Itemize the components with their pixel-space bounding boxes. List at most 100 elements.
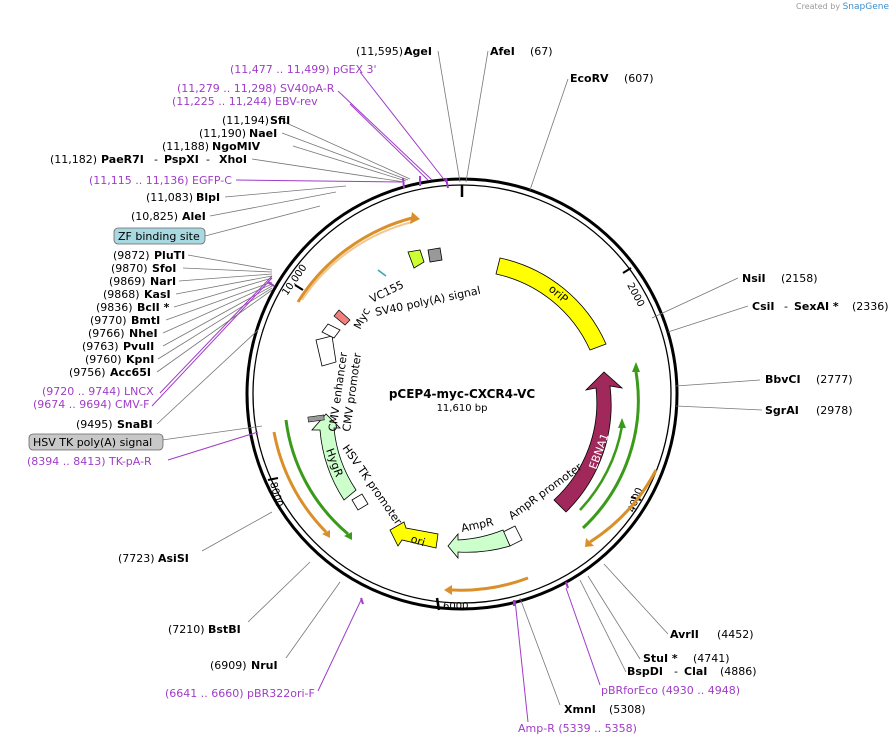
green-arc-right-2 — [579, 425, 624, 511]
orange-arc-bottom — [451, 576, 529, 592]
site-AleI[interactable]: AleI — [182, 210, 206, 223]
site-AfeI[interactable]: AfeI — [490, 45, 515, 58]
primer-LNCX[interactable]: (9720 .. 9744) LNCX — [42, 385, 154, 398]
site-BstBI[interactable]: BstBI — [208, 623, 241, 636]
site-KpnI[interactable]: KpnI — [126, 353, 154, 366]
primer-SV40pA-R[interactable]: (11,279 .. 11,298) SV40pA-R — [177, 82, 335, 95]
feature-VC155-arrow[interactable] — [407, 249, 425, 269]
primer-pBR322ori-F[interactable]: (6641 .. 6660) pBR322ori-F — [165, 687, 315, 700]
feature-EBNA1-arrow[interactable] — [553, 371, 624, 513]
primer-Amp-R[interactable]: Amp-R (5339 .. 5358) — [518, 722, 637, 735]
tick-8000: 8000 — [267, 481, 284, 508]
green-arc-left — [284, 419, 349, 536]
site-pos-BclI: (9836) — [96, 301, 133, 314]
orange-arrow-left — [322, 530, 330, 538]
primer-EBV-rev[interactable]: (11,225 .. 11,244) EBV-rev — [172, 95, 318, 108]
feature-SV40-box[interactable] — [427, 247, 443, 263]
site-SfiI[interactable]: SfiI — [270, 114, 290, 127]
site-pos-Acc65I: (9756) — [69, 366, 106, 379]
tick-6000-mark — [435, 597, 441, 611]
site-EcoRV[interactable]: EcoRV — [570, 72, 609, 85]
site-CsiI[interactable]: CsiI — [752, 300, 774, 313]
site-XhoI[interactable]: XhoI — [219, 153, 247, 166]
green-arc-right-1 — [581, 371, 640, 530]
hsv-tk-polyA-label: HSV TK poly(A) signal — [33, 436, 152, 449]
site-NheI[interactable]: NheI — [129, 327, 158, 340]
site-pos-SfoI: (9870) — [111, 262, 148, 275]
dash-sep-1: - — [154, 153, 158, 166]
orange-arrow-top — [410, 212, 420, 224]
green-arrow-left — [344, 532, 352, 540]
backbone-outer — [245, 177, 679, 611]
site-pos-EcoRV: (607) — [624, 72, 654, 85]
site-XmnI[interactable]: XmnI — [564, 703, 596, 716]
orange-arrow-right — [585, 538, 594, 547]
site-AsiSI[interactable]: AsiSI — [158, 552, 189, 565]
site-pos-SfiI: (11,194) — [222, 114, 269, 127]
site-ClaI[interactable]: ClaI — [684, 665, 707, 678]
site-PvuII[interactable]: PvuII — [123, 340, 154, 353]
site-pos-PluTI: (9872) — [113, 249, 150, 262]
site-BclI[interactable]: BclI * — [137, 301, 170, 314]
site-SfoI[interactable]: SfoI — [152, 262, 176, 275]
site-BbvCI[interactable]: BbvCI — [765, 373, 801, 386]
feature-CMV-promoter-box[interactable] — [321, 323, 341, 339]
primer-pGEX3[interactable]: (11,477 .. 11,499) pGEX 3' — [230, 63, 377, 76]
site-AgeI[interactable]: AgeI — [404, 45, 432, 58]
site-KasI[interactable]: KasI — [144, 288, 171, 301]
primer-markers — [267, 176, 569, 606]
site-pos-BmtI: (9770) — [90, 314, 127, 327]
site-pos-NruI: (6909) — [210, 659, 247, 672]
site-pos-BbvCI: (2777) — [816, 373, 853, 386]
feature-HSV-TK-promoter-box[interactable] — [351, 493, 369, 511]
feature-HygR-arrow[interactable] — [311, 413, 357, 501]
snapgene-credit: Created by SnapGene — [796, 2, 889, 12]
site-NaeI[interactable]: NaeI — [249, 127, 277, 140]
site-NsiI[interactable]: NsiI — [742, 272, 766, 285]
feature-Myc-label: Myc — [351, 306, 373, 332]
green-arrow-right-2 — [618, 418, 626, 428]
site-BspDI[interactable]: BspDI — [627, 665, 663, 678]
feature-ori-label: ori — [409, 532, 427, 549]
feature-AmpR-arrow[interactable] — [447, 529, 511, 560]
zf-binding-site-label: ZF binding site — [118, 230, 200, 243]
site-pos-NarI: (9869) — [109, 275, 146, 288]
primer-pBRforEco[interactable]: pBRforEco (4930 .. 4948) — [601, 684, 740, 697]
site-PspXI[interactable]: PspXI — [164, 153, 199, 166]
primer-EGFP-C[interactable]: (11,115 .. 11,136) EGFP-C — [89, 174, 232, 187]
feature-ori-arrow[interactable] — [389, 521, 439, 549]
site-NgoMIV[interactable]: NgoMIV — [212, 140, 261, 153]
primer-TK-pA-R[interactable]: (8394 .. 8413) TK-pA-R — [27, 455, 152, 468]
site-Acc65I[interactable]: Acc65I — [110, 366, 151, 379]
site-SgrAI[interactable]: SgrAI — [765, 404, 799, 417]
site-AvrII[interactable]: AvrII — [670, 628, 699, 641]
site-pos-AgeI: (11,595) — [356, 45, 403, 58]
site-pos-AvrII: (4452) — [717, 628, 754, 641]
site-PluTI[interactable]: PluTI — [154, 249, 185, 262]
primer-CMV-F[interactable]: (9674 .. 9694) CMV-F — [33, 398, 149, 411]
site-StuI[interactable]: StuI * — [643, 652, 678, 665]
site-pos-NheI: (9766) — [88, 327, 125, 340]
feature-Myc-box[interactable] — [333, 309, 351, 326]
site-NarI[interactable]: NarI — [150, 275, 176, 288]
site-BmtI[interactable]: BmtI — [131, 314, 160, 327]
feature-CMV-enhancer-box[interactable] — [315, 335, 337, 367]
site-pos-NaeI: (11,190) — [199, 127, 246, 140]
orange-arc-top — [296, 216, 413, 303]
site-SexAI[interactable]: SexAI * — [794, 300, 839, 313]
hsv-tk-polyA-box[interactable] — [28, 433, 164, 451]
site-NruI[interactable]: NruI — [251, 659, 278, 672]
site-BlpI[interactable]: BlpI — [196, 191, 220, 204]
tick-8000-mark — [267, 477, 279, 481]
site-pos-KasI: (9868) — [103, 288, 140, 301]
site-PaeR7I[interactable]: PaeR7I — [101, 153, 144, 166]
site-pos-BstBI: (7210) — [168, 623, 205, 636]
site-pos-SnaBI: (9495) — [76, 418, 113, 431]
primer-leaders — [151, 71, 601, 723]
site-SnaBI[interactable]: SnaBI — [117, 418, 153, 431]
right-leaders — [465, 50, 763, 706]
feature-oriP-arc[interactable] — [495, 257, 607, 351]
tick-10000-mark — [294, 284, 304, 291]
site-pos-SgrAI: (2978) — [816, 404, 853, 417]
zf-binding-site-box[interactable] — [113, 227, 206, 245]
